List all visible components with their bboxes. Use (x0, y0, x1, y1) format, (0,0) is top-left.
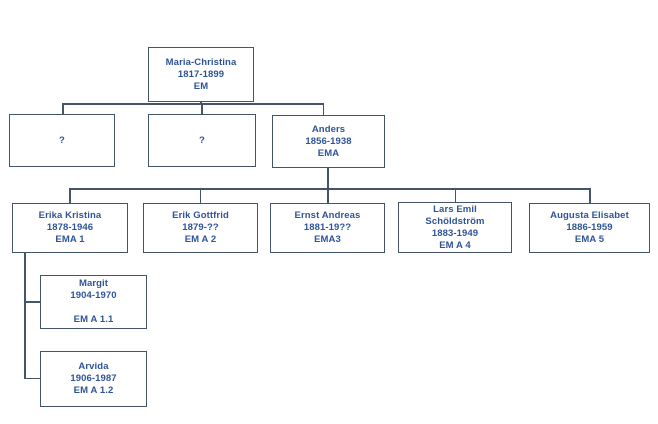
node-erik-gottfrid: Erik Gottfrid 1879-?? EM A 2 (143, 203, 258, 253)
node-unknown-2: ? (148, 114, 256, 167)
node-erika-kristina: Erika Kristina 1878-1946 EMA 1 (12, 203, 128, 253)
person-dates: 1883-1949 (431, 227, 479, 239)
person-dates: 1906-1987 (70, 373, 117, 384)
person-dates: 1878-1946 (46, 222, 94, 233)
person-name: ? (199, 134, 205, 146)
person-name: Maria-Christina (165, 56, 237, 68)
node-anders: Anders 1856-1938 EMA (272, 115, 385, 168)
person-dates: 1881-19?? (303, 222, 352, 233)
connector-line (327, 188, 329, 203)
person-name: Margit (78, 278, 109, 289)
connector-line (322, 103, 324, 116)
node-augusta-elisabet: Augusta Elisabet 1886-1959 EMA 5 (529, 203, 650, 253)
person-name: Anders (311, 123, 346, 135)
person-code: EMA 1 (55, 234, 85, 245)
connector-line (69, 188, 71, 203)
person-name: Erika Kristina (38, 210, 102, 221)
person-code: EM A 4 (439, 239, 471, 251)
connector-line (24, 301, 41, 303)
node-margit: Margit 1904-1970 EM A 1.1 (40, 275, 147, 329)
connector-line (62, 103, 64, 114)
person-code: EM A 2 (184, 234, 217, 245)
person-dates: 1817-1899 (177, 68, 225, 80)
node-ernst-andreas: Ernst Andreas 1881-19?? EMA3 (270, 203, 385, 253)
person-name: Augusta Elisabet (550, 210, 629, 221)
person-name: Lars Emil (433, 203, 477, 215)
person-dates: 1879-?? (182, 222, 219, 233)
person-name: Arvida (78, 361, 109, 372)
person-code: EM (193, 80, 209, 92)
connector-line (589, 188, 591, 203)
person-code: EMA 5 (574, 234, 605, 245)
person-name-2: Schöldström (425, 215, 485, 227)
person-name: Ernst Andreas (294, 210, 361, 221)
connector-line (201, 103, 203, 115)
person-code: EM A 1.1 (73, 314, 114, 325)
person-dates: 1904-1970 (70, 290, 117, 301)
node-maria-christina: Maria-Christina 1817-1899 EM (148, 47, 254, 102)
person-code: EM A 1.2 (73, 385, 114, 396)
person-dates: 1886-1959 (566, 222, 613, 233)
connector-line (454, 188, 456, 202)
node-unknown-1: ? (9, 114, 115, 167)
connector-line (62, 103, 324, 105)
person-name: Erik Gottfrid (172, 210, 229, 221)
person-name: ? (59, 134, 65, 146)
connector-line (199, 188, 201, 203)
node-lars-emil-scholdstrom: Lars Emil Schöldström 1883-1949 EM A 4 (398, 202, 512, 253)
connector-line (69, 188, 590, 190)
connector-line (24, 377, 41, 379)
person-code: EMA (317, 147, 340, 159)
connector-line (327, 167, 329, 189)
person-code: EMA3 (314, 234, 341, 245)
node-arvida: Arvida 1906-1987 EM A 1.2 (40, 351, 147, 407)
person-dates: 1856-1938 (305, 135, 352, 147)
connector-line (24, 252, 26, 379)
